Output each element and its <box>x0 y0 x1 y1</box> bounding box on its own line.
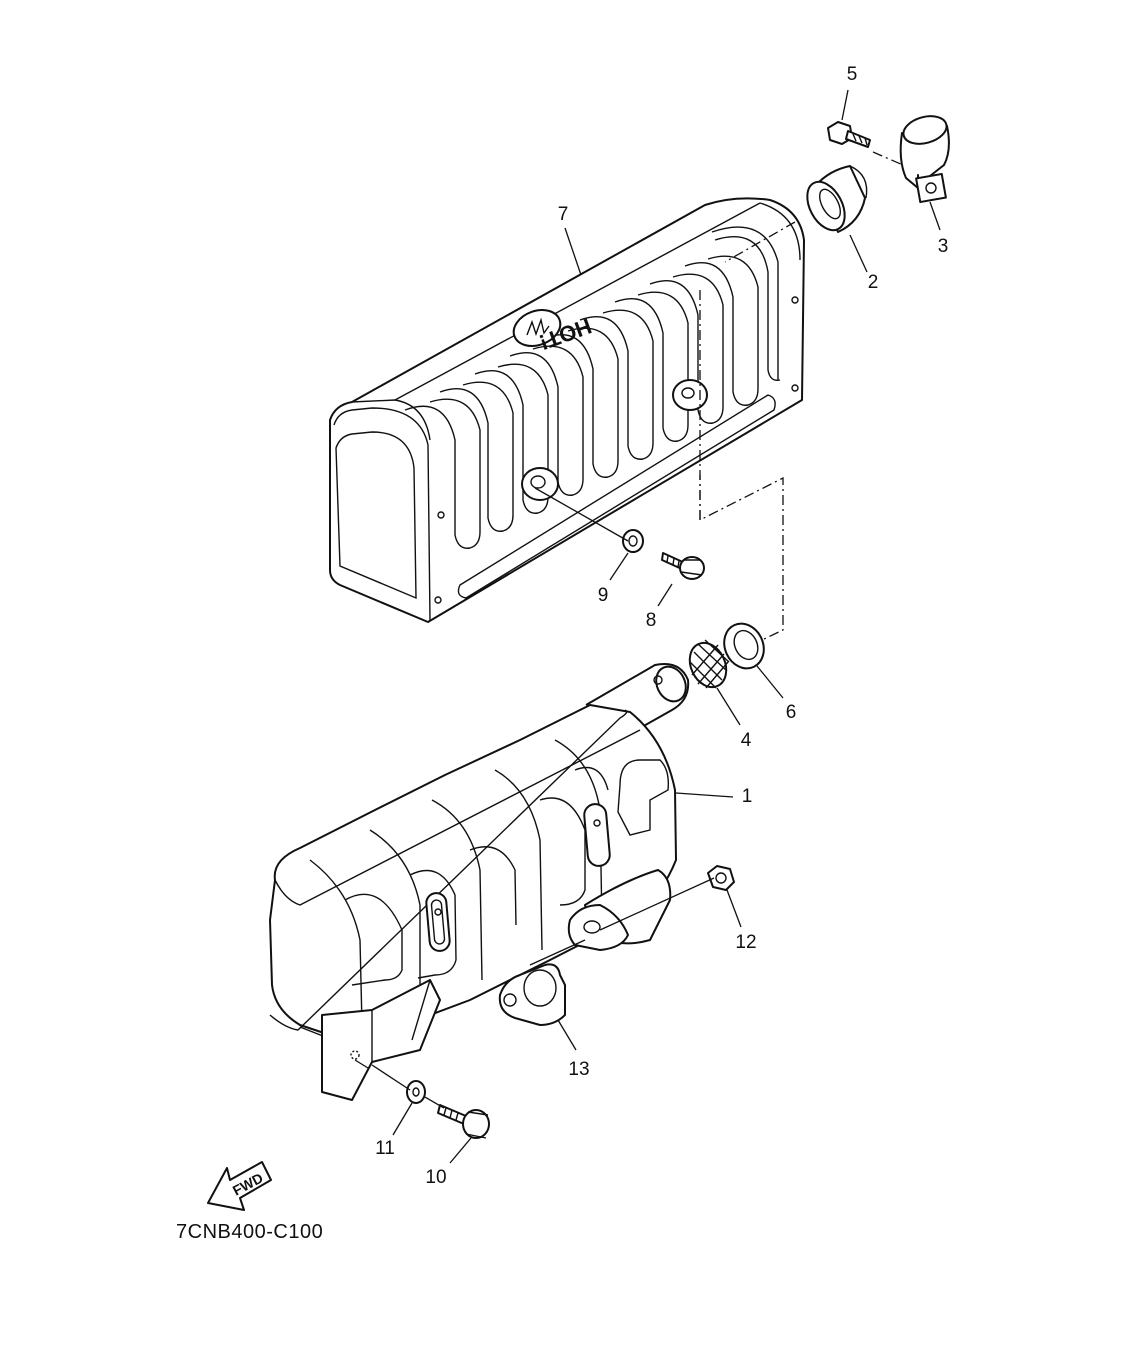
hot-warning-icon <box>512 309 562 347</box>
callout-9: 9 <box>597 585 609 606</box>
bolt-part-5[interactable] <box>827 121 871 148</box>
nut-part-12[interactable] <box>707 865 735 891</box>
callout-1: 1 <box>741 786 753 807</box>
bolt-part-8[interactable] <box>661 552 705 580</box>
callout-13: 13 <box>568 1059 590 1080</box>
diagram-code: 7CNB400-C100 <box>176 1221 324 1243</box>
gasket-part-6[interactable] <box>717 617 771 675</box>
mounting-boss <box>521 379 708 501</box>
louvre-slots <box>404 226 781 549</box>
callout-12: 12 <box>735 932 757 953</box>
callout-leaders <box>392 89 941 1164</box>
spark-arrester-part-4[interactable] <box>683 637 733 693</box>
flange-bolt-part-10[interactable] <box>437 1104 490 1139</box>
washer-part-11[interactable] <box>406 1080 426 1104</box>
callout-8: 8 <box>645 610 657 631</box>
washer-part-9[interactable] <box>622 529 644 553</box>
fwd-arrow-icon: FWD <box>207 1161 272 1211</box>
gasket-part-13[interactable] <box>498 963 566 1026</box>
callout-3: 3 <box>937 236 949 257</box>
callout-7: 7 <box>557 204 569 225</box>
muffler-protector-part-7[interactable]: HOT! <box>329 197 805 623</box>
callout-6: 6 <box>785 702 797 723</box>
assembly-lines <box>354 151 904 1109</box>
callout-5: 5 <box>846 64 858 85</box>
callout-11: 11 <box>375 1138 395 1159</box>
exhaust-sleeve-part-2[interactable] <box>800 165 868 236</box>
callout-10: 10 <box>425 1167 447 1188</box>
muffler-part-1[interactable] <box>269 662 691 1101</box>
callout-4: 4 <box>740 730 752 751</box>
clamp-part-3[interactable] <box>899 112 950 204</box>
callout-2: 2 <box>867 272 879 293</box>
